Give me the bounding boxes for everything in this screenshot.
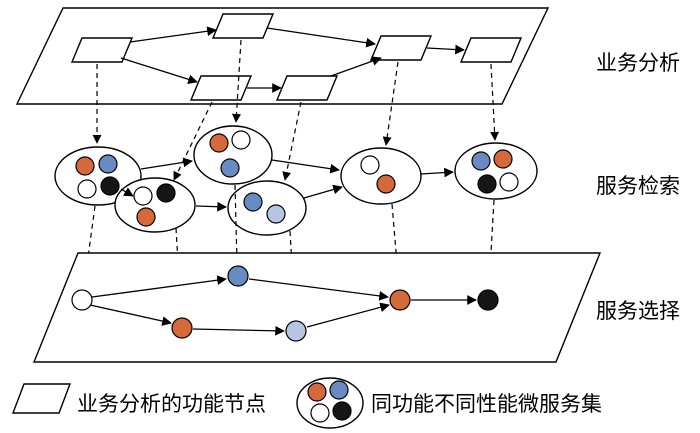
service-orange (209, 133, 229, 153)
mapping-top-to-middle (92, 39, 500, 181)
dashed-link-node4-set4 (282, 101, 302, 181)
edge-white-orange (89, 304, 172, 326)
selected-service-white (71, 289, 93, 311)
edge-orange-lightblue (192, 325, 285, 336)
function-node-3 (189, 75, 253, 101)
service-set-4 (227, 180, 307, 236)
service-white (360, 155, 380, 175)
dashed-link-node2-set3 (232, 39, 242, 123)
dashed-link-set3-blue (232, 184, 242, 264)
legend: 业务分析的功能节点 同功能不同性能微服务集 (11, 377, 602, 429)
service-set-1 (54, 146, 142, 206)
service-white (133, 186, 153, 206)
service-orange (75, 156, 95, 176)
edge-set1-set3 (140, 157, 193, 170)
service-selection-label: 服务选择 (596, 299, 680, 323)
selected-service-orange-2 (389, 289, 411, 311)
service-blue (220, 158, 240, 178)
service-lightblue (266, 204, 286, 224)
edge-node2-node5 (266, 27, 376, 48)
edge-set1-set2 (120, 187, 134, 197)
edge-set3-set5 (271, 159, 340, 174)
dashed-link-node6-set6 (490, 63, 500, 141)
edge-node1-node2 (129, 26, 217, 43)
service-blue (98, 154, 118, 174)
edge-blue-orange2 (248, 278, 389, 301)
dashed-link-node3-set2 (173, 101, 213, 181)
service-set-6 (454, 142, 538, 200)
service-retrieval-layer (54, 125, 538, 236)
edge-node4-node5 (330, 56, 382, 77)
legend-service-black (332, 401, 352, 421)
business-analysis-label: 业务分析 (596, 51, 680, 75)
service-set-2 (114, 177, 196, 233)
legend-function-node-label: 业务分析的功能节点 (77, 392, 266, 416)
selected-service-blue (227, 265, 249, 287)
business-analysis-layer (15, 7, 550, 105)
function-node-1 (70, 37, 134, 63)
function-node-5 (369, 35, 433, 61)
service-black (100, 176, 120, 196)
legend-service-orange (307, 382, 327, 402)
retrieval-edges (120, 157, 454, 212)
workflow-edges (120, 26, 465, 93)
legend-service-white (310, 403, 330, 423)
edge-set2-set4 (195, 201, 227, 212)
service-white (499, 172, 519, 192)
service-black (156, 183, 176, 203)
function-node-6 (459, 37, 523, 63)
legend-function-node-shape (11, 383, 72, 414)
selected-service-orange (171, 317, 193, 339)
service-orange (376, 174, 396, 194)
service-selection-plane (32, 252, 602, 363)
dashed-link-node5-set5 (382, 61, 399, 146)
service-blue (471, 151, 491, 171)
edge-set5-set6 (420, 167, 454, 178)
dashed-link-set1-white (80, 205, 96, 288)
service-white (231, 130, 251, 150)
selected-service-black (477, 289, 499, 311)
legend-service-blue (329, 380, 349, 400)
service-selection-layer (32, 252, 602, 363)
edge-lightblue-orange2 (306, 302, 390, 328)
service-black (477, 174, 497, 194)
selection-edges (89, 275, 477, 336)
legend-microservice-set-shape (296, 377, 364, 429)
selected-service-lightblue (285, 320, 307, 342)
service-orange (136, 207, 156, 227)
dashed-link-set5-orange (391, 203, 403, 288)
edge-node5-node6 (426, 44, 465, 55)
business-analysis-plane (15, 7, 550, 105)
edge-white-blue (91, 275, 227, 298)
function-node-2 (211, 13, 275, 39)
legend-microservice-set-label: 同功能不同性能微服务集 (371, 392, 602, 416)
edge-set4-set5 (303, 184, 343, 199)
service-blue (243, 192, 263, 212)
service-retrieval-label: 服务检索 (596, 174, 680, 198)
edge-node1-node3 (120, 57, 198, 85)
service-orange (493, 149, 513, 169)
service-white (77, 179, 97, 199)
function-node-4 (275, 75, 339, 101)
